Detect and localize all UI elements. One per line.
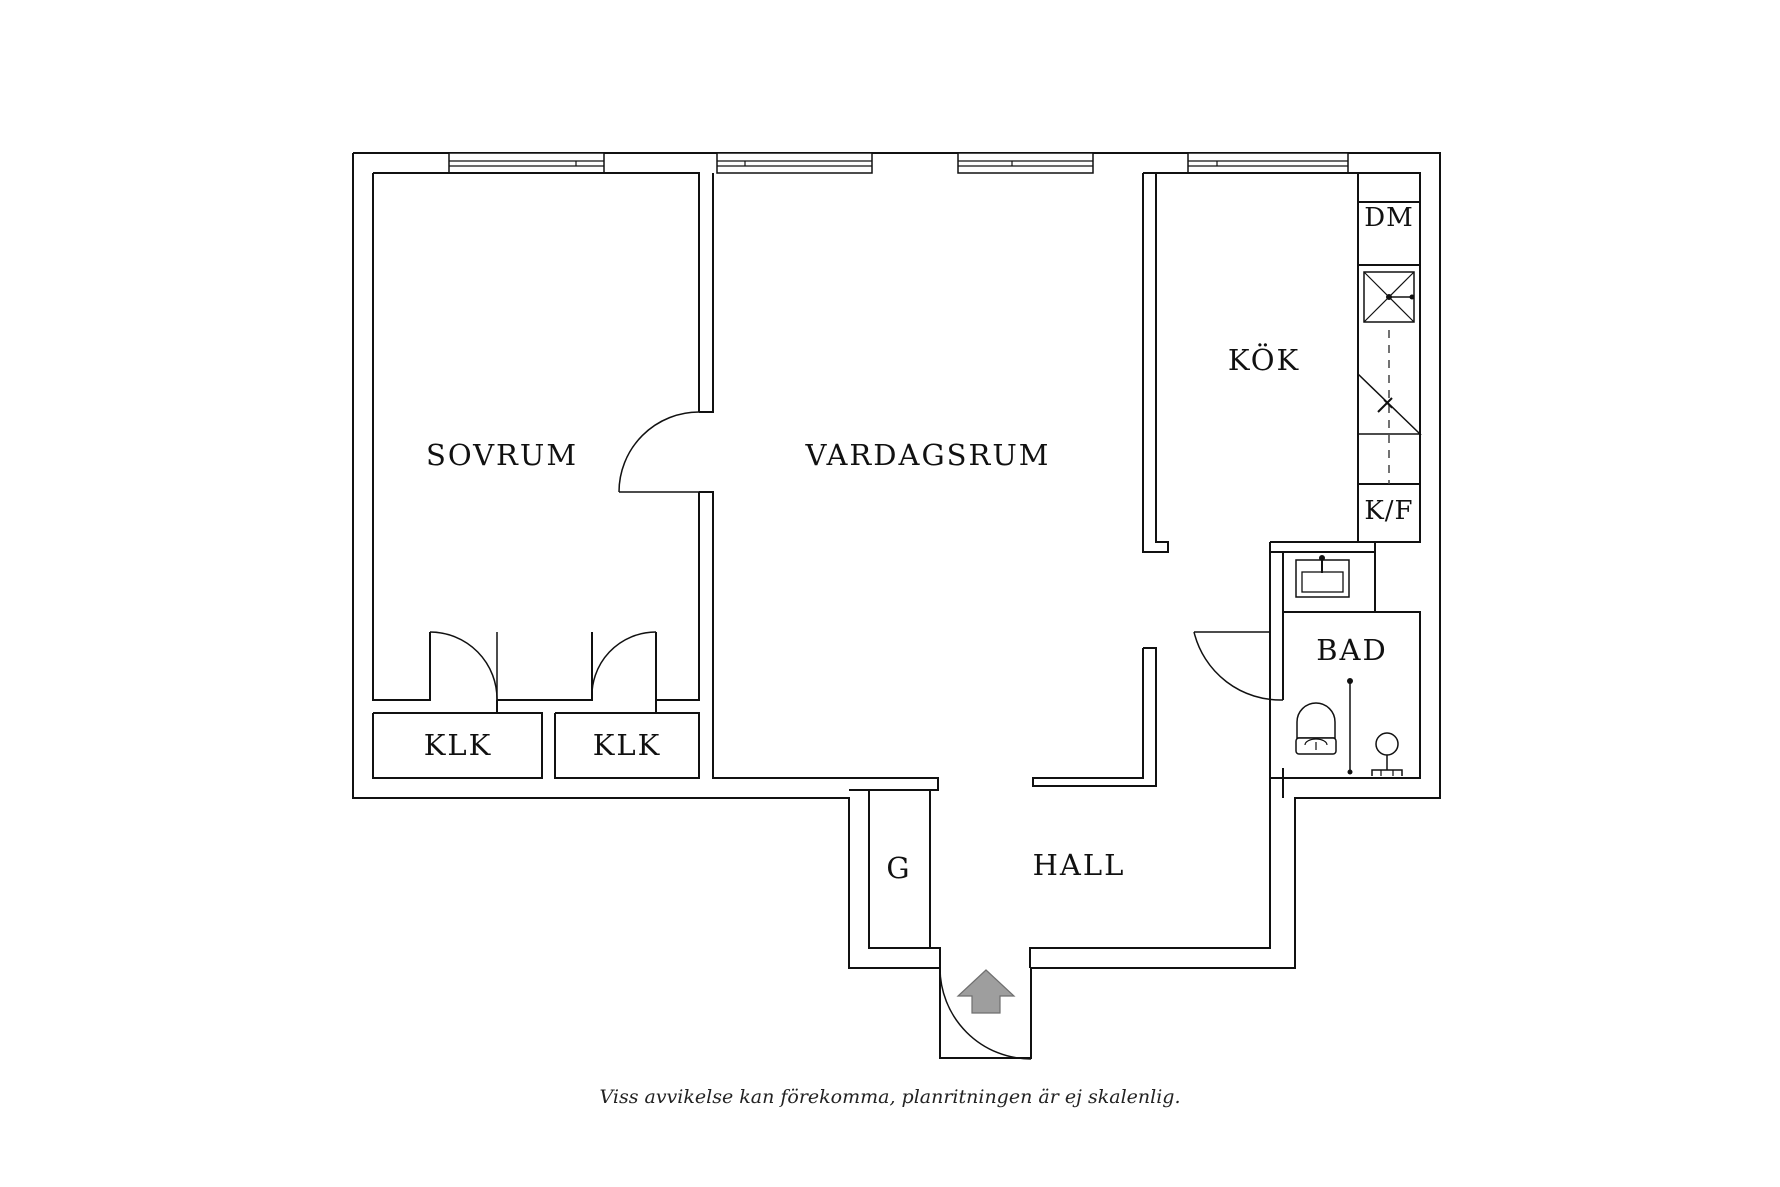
- window-vardagsrum-right: [957, 152, 1094, 174]
- bathroom-sink-cabinet: [1295, 555, 1350, 598]
- window-sovrum: [448, 152, 605, 174]
- hall-label: HALL: [1033, 848, 1126, 882]
- entrance-arrow-icon: [956, 969, 1016, 1014]
- kok-walls: [1142, 172, 1421, 553]
- outer-walls: [352, 152, 1441, 1059]
- klk-left-label: KLK: [424, 728, 493, 762]
- hall-walls: [868, 647, 1157, 968]
- shower-icon: [1347, 678, 1353, 775]
- klk-right-label: KLK: [593, 728, 662, 762]
- bad-walls: [1029, 542, 1421, 968]
- sovrum-door: [618, 173, 939, 791]
- kitchen-counter: [1357, 201, 1422, 485]
- vardagsrum-label: VARDAGSRUM: [805, 438, 1051, 472]
- toilet-icon: [1295, 702, 1337, 755]
- window-vardagsrum-left: [716, 152, 873, 174]
- disclaimer-text: Viss avvikelse kan förekomma, planritnin…: [599, 1086, 1181, 1108]
- sovrum-label: SOVRUM: [426, 438, 578, 472]
- klk-left-door: [429, 631, 498, 701]
- garderob-label: G: [886, 851, 911, 885]
- stove-icon: [1363, 271, 1415, 323]
- klk-right-door: [591, 631, 657, 701]
- washbasin-icon: [1301, 555, 1344, 593]
- sovrum-walls: [372, 172, 700, 779]
- diskmaskin-label: DM: [1364, 203, 1413, 233]
- bad-label: BAD: [1316, 633, 1388, 667]
- window-kok: [1187, 152, 1349, 174]
- windows: [448, 152, 1349, 174]
- sink-icon: [1357, 373, 1422, 435]
- drain-icon: [1371, 732, 1403, 776]
- entrance-door: [939, 967, 1032, 1060]
- kyl-frys-label: K/F: [1364, 496, 1413, 526]
- bad-door: [1193, 631, 1284, 701]
- kok-label: KÖK: [1228, 342, 1300, 377]
